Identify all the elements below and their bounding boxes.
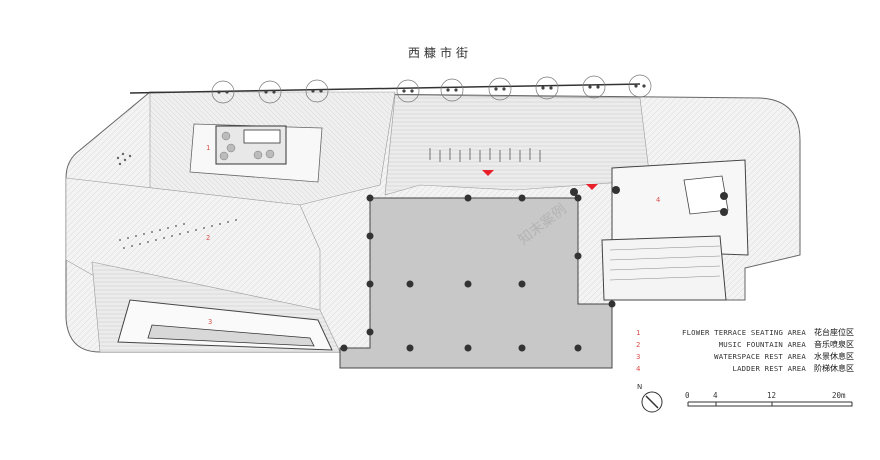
planter-shrubs [219, 131, 275, 161]
street-name: 西糠市街 [407, 46, 472, 60]
north-edge [129, 83, 641, 94]
legend-en-label: LADDER REST AREA [732, 363, 806, 373]
legend-cn-label: 水景休息区 [814, 351, 854, 361]
water-basin [147, 324, 315, 347]
legend-item: 1 FLOWER TERRACE SEATING AREA 花台座位区 [636, 326, 868, 338]
legend-en-label: WATERSPACE REST AREA [714, 351, 806, 361]
legend-number: 1 [636, 327, 641, 337]
area-label-4: 4 [656, 196, 661, 204]
legend-item: 4 LADDER REST AREA 阶梯休息区 [636, 362, 868, 374]
legend-en-label: FLOWER TERRACE SEATING AREA [681, 327, 806, 337]
scale-tick-label: 4 [713, 391, 718, 400]
scale-tick-label: 20m [832, 391, 846, 400]
legend-item: 2 MUSIC FOUNTAIN AREA 音乐喷泉区 [636, 338, 868, 350]
entrance-columns [570, 186, 620, 196]
paving-zone-north [384, 94, 651, 196]
water-feature [243, 129, 281, 144]
fountain-jets [119, 219, 237, 249]
legend-number: 2 [636, 339, 641, 349]
scale-bar [687, 401, 853, 407]
entrance-marker [482, 170, 494, 176]
legend-item: 3 WATERSPACE REST AREA 水景休息区 [636, 350, 868, 362]
scale-tick-label: 0 [685, 391, 690, 400]
north-arrow-needle [645, 395, 659, 409]
north-label: N [637, 383, 643, 391]
entrance-marker [586, 184, 598, 190]
scale-tick-label: 12 [767, 391, 777, 400]
legend-cn-label: 音乐喷泉区 [814, 339, 854, 349]
ladder-pavilion [683, 175, 729, 215]
seat-dots [116, 152, 132, 166]
street-trees [211, 74, 652, 104]
area-label-2: 2 [206, 234, 211, 242]
legend-cn-label: 花台座位区 [814, 327, 854, 337]
tree-canopy [720, 208, 728, 216]
street-bollards [217, 84, 646, 94]
legend-en-label: MUSIC FOUNTAIN AREA [718, 339, 806, 349]
north-arrow-ring [641, 391, 663, 413]
legend-number: 3 [636, 351, 641, 361]
area-label-3: 3 [208, 318, 213, 326]
legend-number: 4 [636, 363, 641, 373]
legend: 1 FLOWER TERRACE SEATING AREA 花台座位区 2 MU… [636, 326, 868, 374]
area-label-1: 1 [206, 144, 211, 152]
stair-lines [609, 245, 721, 281]
building-columns [340, 194, 616, 352]
building-footprint [339, 197, 613, 369]
legend-cn-label: 阶梯休息区 [814, 363, 854, 373]
plaza-marks [429, 148, 541, 162]
tree-canopy [720, 192, 728, 200]
